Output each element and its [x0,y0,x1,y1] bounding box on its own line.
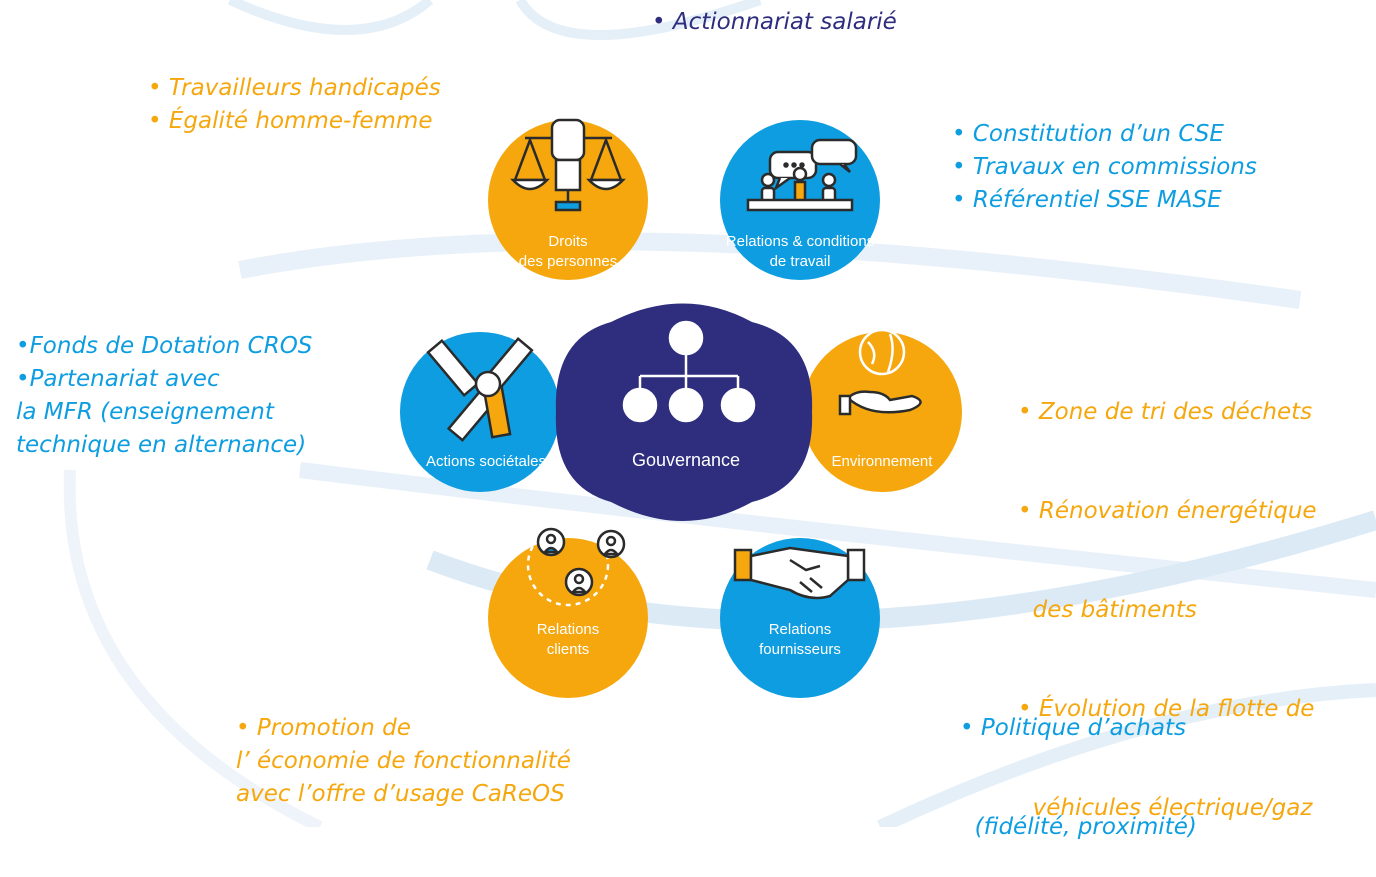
scales-fist-icon [510,118,626,212]
handshake-icon [733,546,866,600]
segment-clients: Relations clients [488,523,648,698]
note-left-line4: technique en alternance) [16,432,307,458]
note-top: • Actionnariat salarié [652,6,897,39]
note-top-right-line1: • Constitution d’un CSE [952,121,1224,147]
note-bottom-right-line1: • Politique d’achats [960,715,1186,741]
note-right-line1: • Zone de tri des déchets [1018,399,1313,425]
segment-fournisseurs: Relations fournisseurs [720,538,880,698]
users-circle-icon [526,523,626,607]
note-bottom-right-line2: (fidélité, proximité) [960,814,1197,840]
note-top-left-line1: • Travailleurs handicapés [148,75,441,101]
segment-relations-travail: Relations & conditions de travail [720,120,880,280]
segment-fournisseurs-line1: Relations [769,621,832,638]
segment-actions: Actions sociétales [400,332,560,492]
note-right-line2: • Rénovation énergétique [1018,498,1317,524]
center-governance: Gouvernance [555,303,813,521]
note-bottom-line2: l’ économie de fonctionnalité [236,748,571,774]
note-right-line5: véhicules électrique/gaz [1018,795,1313,821]
note-top-right: • Constitution d’un CSE • Travaux en com… [952,118,1257,217]
segment-environnement: Environnement [802,328,962,492]
segment-clients-line1: Relations [537,621,600,638]
csr-diagram: Droits des personnes Relations & conditi… [400,118,962,698]
globe-hand-icon [838,328,922,416]
segment-actions-line1: Actions sociétales [426,453,546,470]
note-left-line1: •Fonds de Dotation CROS [16,333,313,359]
note-top-left: • Travailleurs handicapés • Égalité homm… [148,72,441,138]
note-bottom-right: • Politique d’achats (fidélité, proximit… [960,646,1197,877]
note-top-left-line2: • Égalité homme-femme [148,108,433,134]
note-right-line3: des bâtiments [1018,597,1197,623]
note-bottom-line3: avec l’offre d’usage CaReOS [236,781,565,807]
note-right-line4: • Évolution de la flotte de [1018,696,1315,722]
note-left-line2: •Partenariat avec [16,366,220,392]
segment-fournisseurs-line2: fournisseurs [759,641,841,658]
note-left: •Fonds de Dotation CROS •Partenariat ave… [16,330,312,462]
note-right: • Zone de tri des déchets • Rénovation é… [1018,330,1317,858]
segment-relations-travail-line1: Relations & conditions [726,233,874,250]
org-chart-icon [622,320,756,423]
segment-droits: Droits des personnes [488,118,648,280]
segment-relations-travail-line2: de travail [770,253,831,270]
note-top-right-line2: • Travaux en commissions [952,154,1257,180]
note-left-line3: la MFR (enseignement [16,399,274,425]
center-label: Gouvernance [632,450,740,470]
stacked-hands-icon [426,337,534,442]
note-bottom-line1: • Promotion de [236,715,411,741]
segment-droits-line1: Droits [548,233,587,250]
note-bottom: • Promotion de l’ économie de fonctionna… [236,712,571,811]
segment-droits-line2: des personnes [519,253,617,270]
note-top-right-line3: • Référentiel SSE MASE [952,187,1222,213]
segment-clients-line2: clients [547,641,590,658]
note-top-line: • Actionnariat salarié [652,9,897,35]
meeting-icon [746,138,858,212]
segment-environnement-line1: Environnement [832,453,934,470]
